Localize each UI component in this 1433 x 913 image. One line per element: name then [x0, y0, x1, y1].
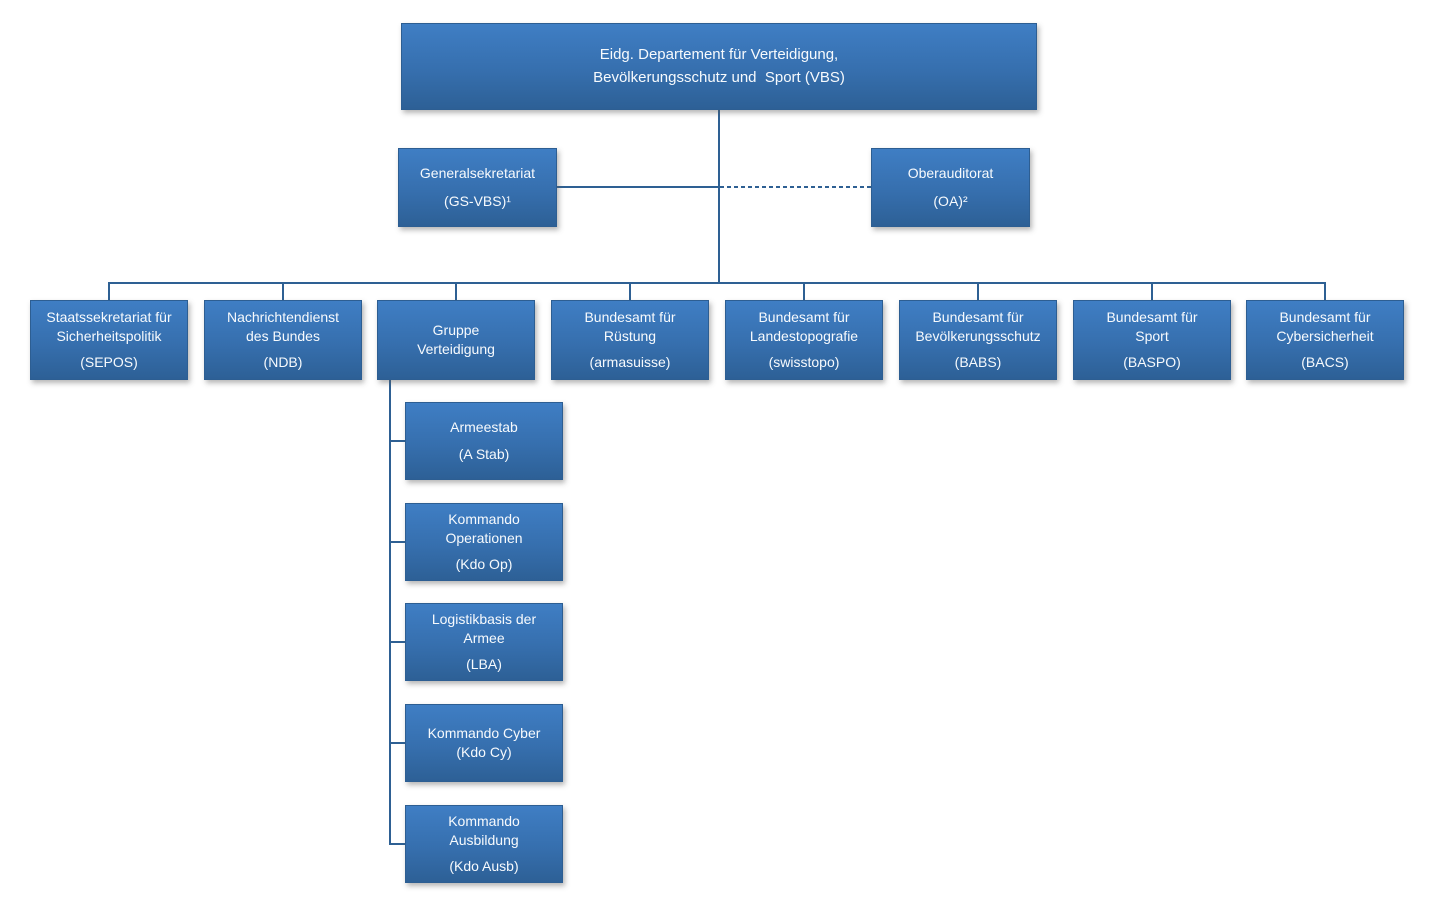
connector-stub-baspo [1151, 282, 1153, 300]
kdo-cy-box: Kommando Cyber (Kdo Cy) [405, 704, 563, 782]
kdo-cy-label: Kommando Cyber [427, 724, 541, 741]
generalsekretariat-label: Generalsekretariat [419, 164, 536, 181]
babs-label: Bundesamt für Bevölkerungsschutz [915, 308, 1041, 344]
generalsekretariat-box: Generalsekretariat (GS-VBS)¹ [398, 148, 557, 227]
oberauditorat-box: Oberauditorat (OA)² [871, 148, 1030, 227]
connector-elbow-lba [389, 641, 406, 643]
kdo-ausb-box: Kommando Ausbildung (Kdo Ausb) [405, 805, 563, 883]
sepos-label: Staatssekretariat für Sicherheitspolitik [46, 308, 172, 344]
connector-stub-swisstopo [803, 282, 805, 300]
kdo-op-label: Kommando Operationen [445, 510, 523, 546]
ndb-abbr: (NDB) [263, 354, 303, 371]
sepos-abbr: (SEPOS) [80, 354, 138, 371]
connector-stub-ndb [282, 282, 284, 300]
oberauditorat-label: Oberauditorat [907, 164, 994, 181]
connector-stub-armasuisse [629, 282, 631, 300]
connector-root-vertical [718, 110, 720, 284]
armeestab-abbr: (A Stab) [458, 445, 510, 462]
armasuisse-box: Bundesamt für Rüstung (armasuisse) [551, 300, 709, 380]
kdo-ausb-label: Kommando Ausbildung [448, 812, 520, 848]
kdo-op-abbr: (Kdo Op) [455, 556, 513, 573]
armeestab-label: Armeestab [450, 419, 518, 436]
bacs-label: Bundesamt für Cybersicherheit [1276, 308, 1374, 344]
baspo-label: Bundesamt für Sport [1106, 308, 1198, 344]
kdo-cy-abbr: (Kdo Cy) [456, 744, 512, 760]
babs-box: Bundesamt für Bevölkerungsschutz (BABS) [899, 300, 1057, 380]
armasuisse-label: Bundesamt für Rüstung [584, 308, 676, 344]
gruppe-verteidigung-label: Gruppe Verteidigung [417, 321, 495, 357]
lba-box: Logistikbasis der Armee (LBA) [405, 603, 563, 681]
baspo-abbr: (BASPO) [1123, 354, 1181, 371]
lba-label: Logistikbasis der Armee [431, 610, 537, 646]
connector-elbow-armeestab [389, 440, 406, 442]
ndb-box: Nachrichtendienst des Bundes (NDB) [204, 300, 362, 380]
connector-stub-gruppe-verteidigung [455, 282, 457, 300]
department-vbs-label: Eidg. Departement für Verteidigung, Bevö… [593, 46, 845, 86]
swisstopo-box: Bundesamt für Landestopografie (swisstop… [725, 300, 883, 380]
connector-stub-babs [977, 282, 979, 300]
ndb-label: Nachrichtendienst des Bundes [226, 308, 340, 344]
connector-oberauditorat-dashed [720, 186, 871, 188]
armeestab-box: Armeestab (A Stab) [405, 402, 563, 480]
connector-level3-horizontal [108, 282, 1326, 284]
bacs-abbr: (BACS) [1301, 354, 1349, 371]
bacs-box: Bundesamt für Cybersicherheit (BACS) [1246, 300, 1404, 380]
kdo-ausb-abbr: (Kdo Ausb) [449, 858, 519, 875]
armasuisse-abbr: (armasuisse) [589, 354, 671, 371]
connector-stub-bacs [1324, 282, 1326, 300]
generalsekretariat-abbr: (GS-VBS)¹ [444, 193, 511, 209]
swisstopo-label: Bundesamt für Landestopografie [749, 308, 859, 344]
connector-elbow-kdo-ausb [389, 843, 406, 845]
sepos-box: Staatssekretariat für Sicherheitspolitik… [30, 300, 188, 380]
baspo-box: Bundesamt für Sport (BASPO) [1073, 300, 1231, 380]
department-vbs-box: Eidg. Departement für Verteidigung, Bevö… [401, 23, 1037, 110]
connector-elbow-kdo-cy [389, 742, 406, 744]
kdo-op-box: Kommando Operationen (Kdo Op) [405, 503, 563, 581]
oberauditorat-abbr: (OA)² [933, 193, 968, 209]
lba-abbr: (LBA) [466, 656, 502, 673]
gruppe-verteidigung-box: Gruppe Verteidigung [377, 300, 535, 380]
connector-generalsekretariat-solid [557, 186, 719, 188]
connector-defense-vertical [389, 380, 391, 845]
swisstopo-abbr: (swisstopo) [768, 354, 840, 371]
connector-stub-sepos [108, 282, 110, 300]
babs-abbr: (BABS) [954, 354, 1002, 371]
connector-elbow-kdo-op [389, 541, 406, 543]
